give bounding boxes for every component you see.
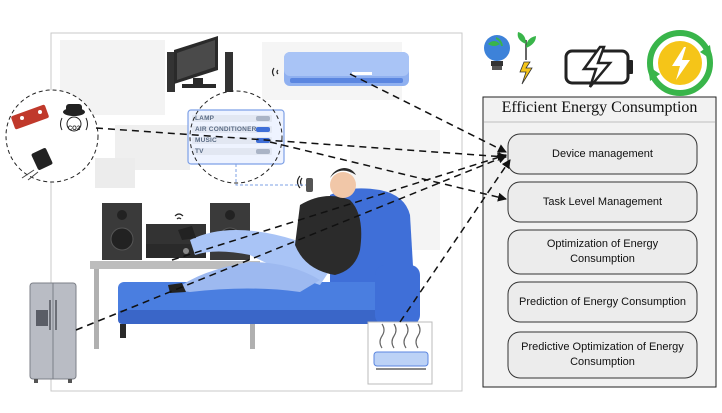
eco-bulb-icon: [484, 32, 536, 85]
arrow-remote-to-task-management: [269, 141, 507, 202]
remote-menu-item-tv: TV: [195, 148, 204, 155]
arrow-sensors-to-device-management: [95, 127, 507, 161]
item-task-level-management: Task Level Management: [542, 195, 663, 208]
remote-highlight-circle: [189, 90, 283, 184]
refrigerator-icon: [29, 282, 77, 383]
energy-panel: [482, 96, 717, 388]
tv-icon: [167, 36, 233, 92]
panel-title: Efficient Energy Consumption: [501, 99, 698, 116]
dashed-arrows: [75, 73, 511, 331]
item-prediction-of-energy-consumption: Prediction of Energy Consumption: [519, 295, 686, 308]
remote-menu-item-music: MUSIC: [195, 137, 217, 144]
remote-menu-item-lamp: LAMP: [195, 115, 215, 122]
gas-sensor-icon: [11, 104, 49, 130]
battery-charging-icon: [564, 45, 633, 88]
sensor-cluster: [5, 89, 99, 183]
item-device-management: Device management: [552, 147, 653, 160]
heater-icon: [367, 321, 433, 385]
arrow-fridge-to-device-management: [75, 154, 507, 331]
remote-menu-item-air-conditioner: AIR CONDITIONER: [195, 126, 257, 133]
co2-label: CO2: [67, 126, 81, 132]
renewable-energy-icon: [647, 30, 713, 96]
co2-sensor-icon: [60, 104, 88, 132]
air-conditioner-icon: [271, 52, 409, 86]
item-optimization-of-energy-consumption: Optimization of Energy Consumption: [546, 238, 659, 265]
arrow-heater-to-device-management: [399, 159, 511, 323]
item-predictive-optimization: Predictive Optimization of Energy Consum…: [521, 341, 684, 368]
arrow-speaker-to-device-management: [171, 153, 507, 261]
arrow-ac-to-device-management: [349, 73, 507, 153]
remote-menu-panel: [187, 109, 306, 186]
temperature-sensor-icon: [21, 148, 53, 181]
